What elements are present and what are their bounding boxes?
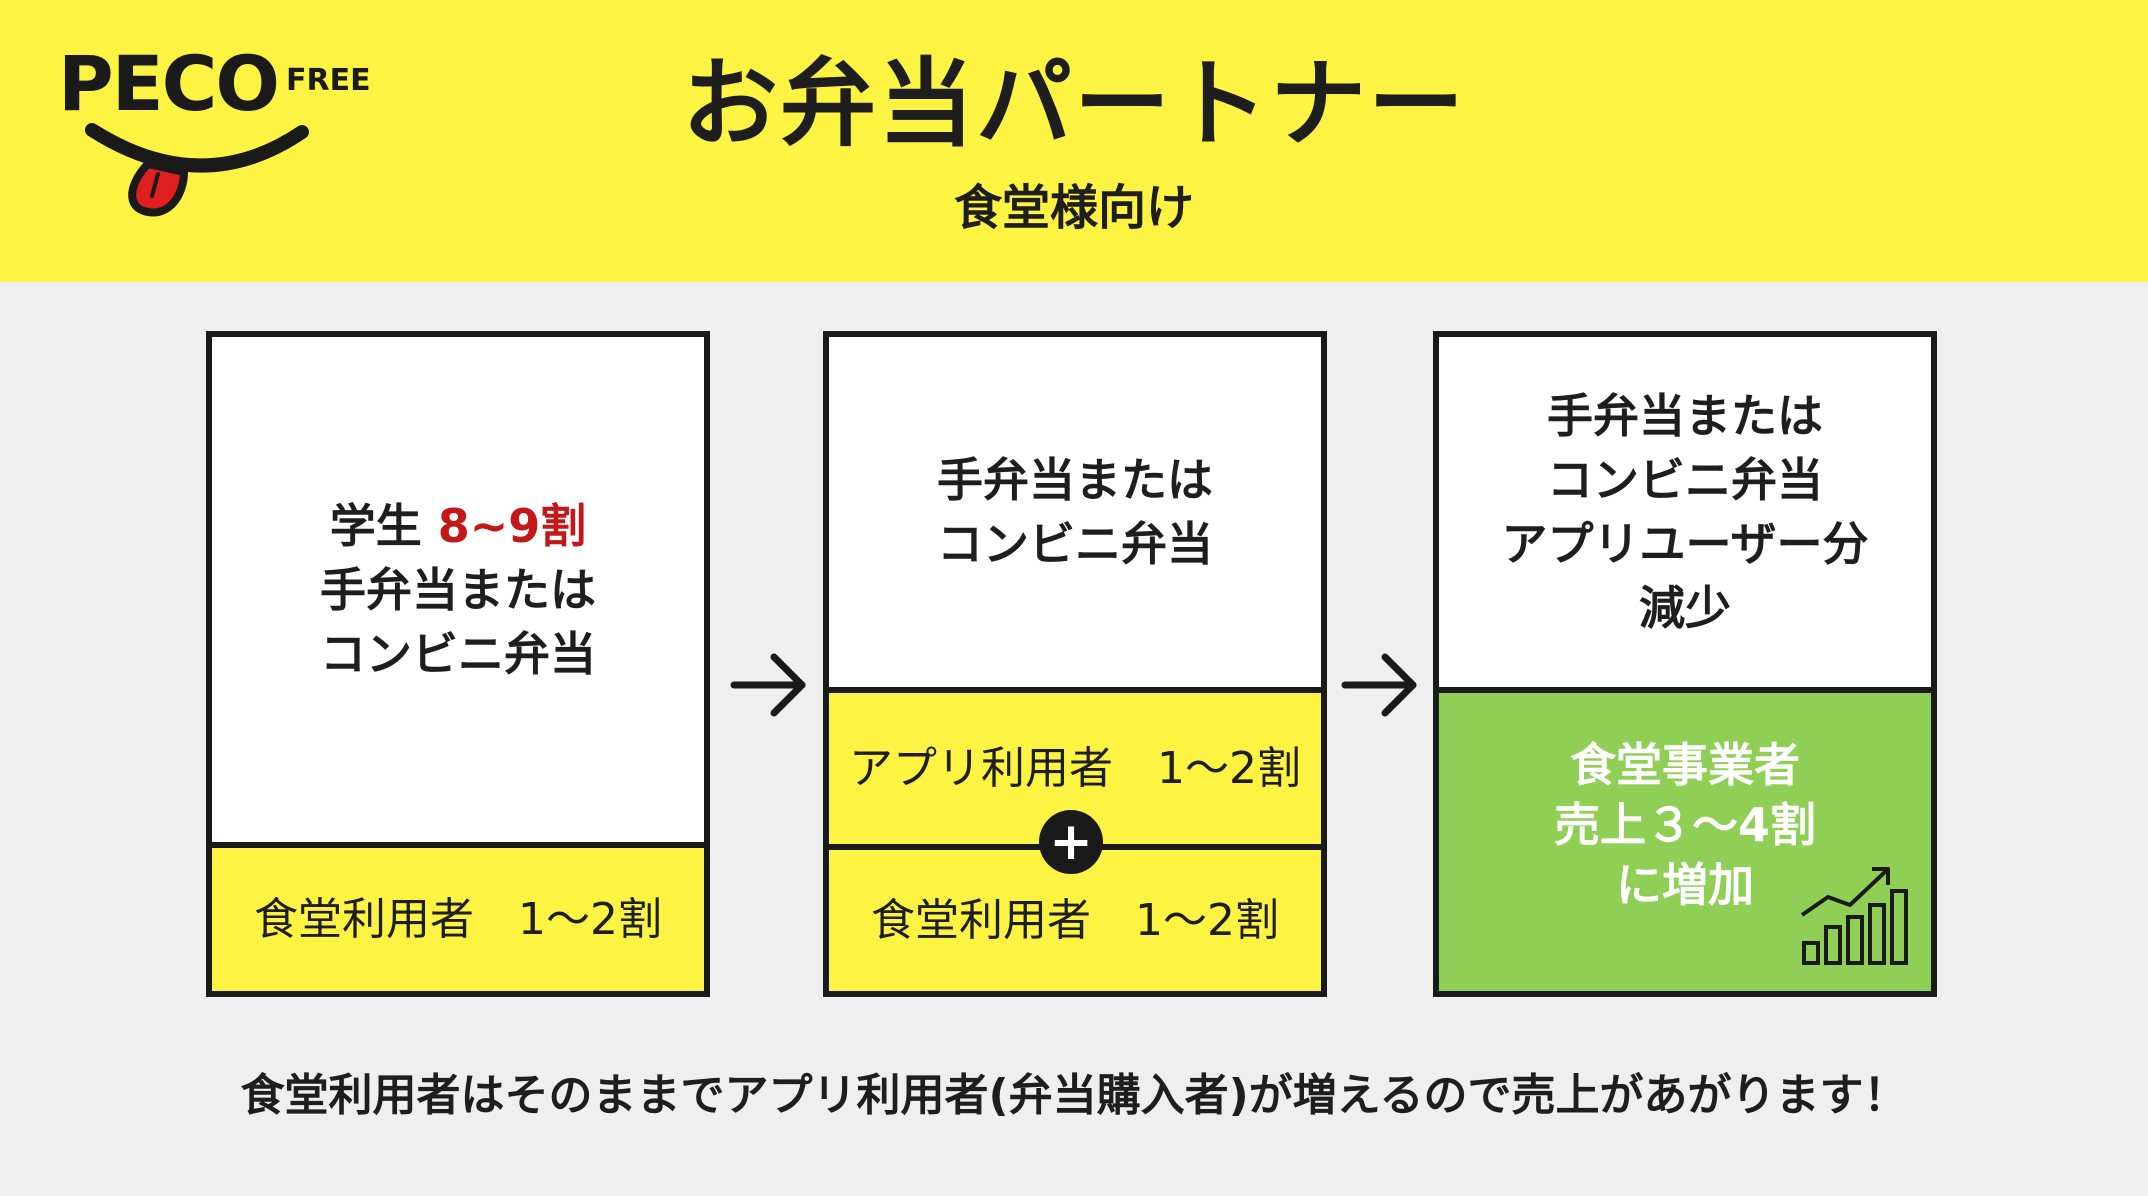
card-2-line-1: 手弁当または — [937, 453, 1213, 507]
right-arrow-icon — [730, 653, 806, 717]
logo-smile-mark — [85, 123, 309, 173]
card-1-line-3: コンビニ弁当 — [320, 626, 596, 681]
logo-tongue-mark — [128, 160, 188, 217]
card-current-state: 学生 8~9割 手弁当または コンビニ弁当 食堂利用者 1～2割 — [206, 331, 710, 997]
card-3-green-line-3: に増加 — [1616, 858, 1754, 912]
card-1-band: 食堂利用者 1～2割 — [212, 842, 704, 991]
card-1-line-1: 学生 8~9割 — [330, 494, 587, 558]
card-1-highlight: 8~9割 — [437, 498, 587, 553]
card-3-line-2: コンビニ弁当 — [1547, 453, 1823, 507]
card-2-line-2: コンビニ弁当 — [937, 517, 1213, 571]
plus-icon: + — [1039, 810, 1103, 874]
card-3-line-3: アプリユーザー分 — [1501, 517, 1869, 571]
card-3-green-line-1: 食堂事業者 — [1570, 738, 1800, 792]
card-1-prefix: 学生 — [329, 498, 438, 553]
page-title: お弁当パートナー — [682, 48, 1466, 160]
peco-free-logo: PECO FREE — [58, 39, 371, 217]
right-arrow-icon — [1341, 653, 1417, 717]
card-3-green-line-2: 売上３～4割 — [1553, 798, 1816, 852]
card-3-line-1: 手弁当または — [1547, 389, 1823, 443]
logo-main-text: PECO — [58, 39, 278, 128]
footer-message: 食堂利用者はそのままでアプリ利用者(弁当購入者)が増えるので売上があがります！ — [240, 1070, 1908, 1121]
logo-sub-text: FREE — [286, 63, 371, 98]
header-banner: PECO FREE お弁当パートナー 食堂様向け — [0, 0, 2148, 282]
card-3-main: 手弁当または コンビニ弁当 アプリユーザー分 減少 — [1439, 337, 1931, 687]
card-1-line-2: 手弁当または — [320, 562, 596, 617]
card-3-line-4: 減少 — [1639, 581, 1731, 635]
card-2-main: 手弁当または コンビニ弁当 — [829, 337, 1321, 687]
card-1-main: 学生 8~9割 手弁当または コンビニ弁当 — [212, 337, 704, 842]
card-3-green-text: 食堂事業者 売上３～4割 に増加 — [1439, 735, 1931, 915]
page-subtitle: 食堂様向け — [953, 180, 1194, 236]
card-2-band-cafeteria-users: 食堂利用者 1～2割 — [829, 844, 1321, 991]
card-3-band-green — [1439, 687, 1931, 991]
growth-chart-icon — [1800, 867, 1908, 965]
card-result: 手弁当または コンビニ弁当 アプリユーザー分 減少 食堂事業者 売上３～4割 に… — [1433, 331, 1937, 997]
card-with-app: 手弁当または コンビニ弁当 アプリ利用者 1～2割 食堂利用者 1～2割 — [823, 331, 1327, 997]
